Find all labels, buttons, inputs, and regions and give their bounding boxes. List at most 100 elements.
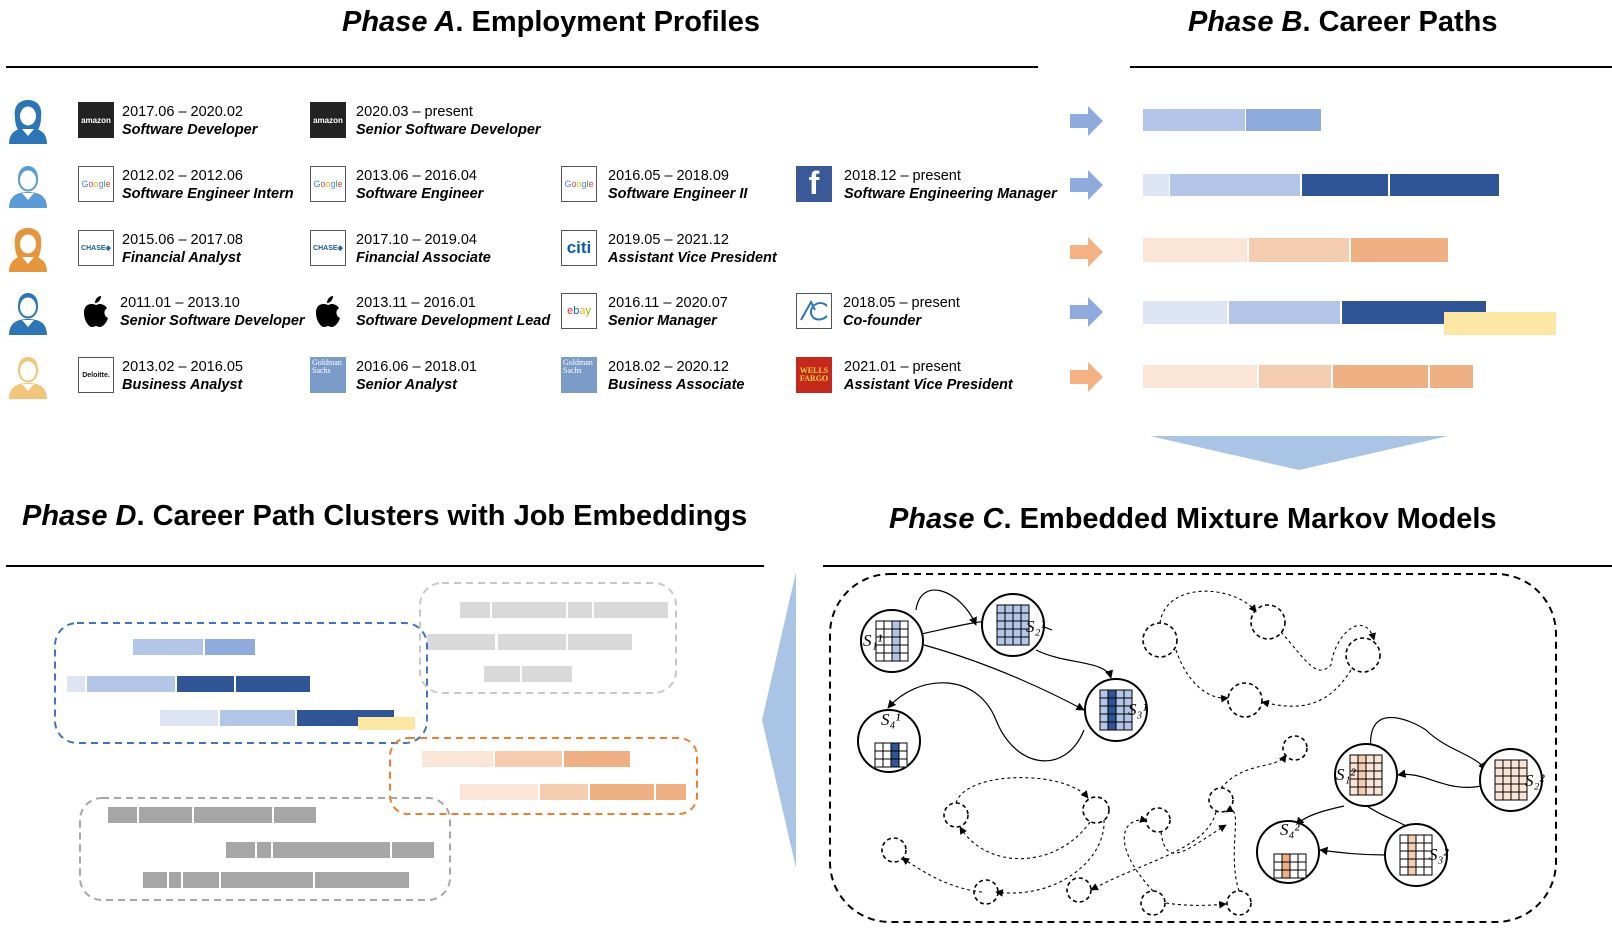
- phase-a-text: . Employment Profiles: [455, 6, 760, 38]
- phase-d-rule: [6, 565, 764, 567]
- cluster-path-segment: [177, 676, 234, 692]
- job-date: 2013.02 – 2016.05: [122, 359, 243, 375]
- career-path-segment: [1249, 238, 1349, 262]
- job-title: Senior Software Developer: [356, 122, 541, 138]
- job-date: 2011.01 – 2013.10: [120, 295, 240, 311]
- job-title: Business Associate: [608, 377, 745, 393]
- state-label: S₂²: [1525, 771, 1545, 790]
- job-title: Senior Manager: [608, 313, 717, 329]
- right-arrow-icon: [1070, 297, 1103, 327]
- job-title: Software Engineering Manager: [844, 186, 1057, 202]
- phase-d-title: Phase D. Career Path Clusters with Job E…: [22, 500, 747, 533]
- phase-c-label: Phase C: [889, 503, 1004, 535]
- phase-c-rule: [823, 565, 1612, 567]
- amazon-logo-icon: amazon: [310, 102, 346, 138]
- job-date: 2018.12 – present: [844, 168, 961, 184]
- job-title: Financial Analyst: [122, 250, 241, 266]
- job-title: Senior Software Developer: [120, 313, 305, 329]
- career-path-clusters: [54, 582, 698, 901]
- career-path-segment: [1351, 238, 1448, 262]
- cluster-path-segment: [133, 639, 203, 655]
- right-arrow-icon: [1070, 106, 1103, 136]
- job-date: 2015.06 – 2017.08: [122, 232, 243, 248]
- cluster-path-segment: [568, 602, 592, 618]
- cluster-path-segment: [358, 717, 415, 730]
- cluster-path-segment: [194, 807, 272, 823]
- career-path-segment: [1170, 174, 1300, 196]
- phase-d-text: . Career Path Clusters with Job Embeddin…: [136, 500, 748, 532]
- career-path-segment: [1143, 238, 1247, 262]
- cluster-path-segment: [220, 710, 295, 726]
- career-path-segment: [1246, 109, 1321, 131]
- chase-logo-icon: CHASE◈: [78, 230, 114, 266]
- cluster-path-segment: [169, 872, 181, 888]
- cluster-path-segment: [495, 751, 562, 767]
- markov-state-node: S₄¹: [857, 709, 921, 773]
- markov-state-node: S₂²: [1479, 748, 1545, 812]
- job-date: 2016.11 – 2020.07: [608, 295, 728, 311]
- down-arrow-icon: [1150, 436, 1448, 470]
- cluster-path-segment: [257, 842, 271, 858]
- cluster-path-segment: [568, 634, 632, 650]
- phase-a-label: Phase A: [342, 6, 456, 38]
- job-date: 2013.06 – 2016.04: [356, 168, 477, 184]
- markov-state-node: S₂¹: [981, 593, 1046, 657]
- phase-d-label: Phase D: [22, 500, 137, 532]
- cluster-path-segment: [564, 751, 630, 767]
- female-person-icon: [5, 226, 51, 272]
- phase-c-text: . Embedded Mixture Markov Models: [1003, 503, 1497, 535]
- female-person-icon: [5, 98, 51, 144]
- phase-b-label: Phase B: [1188, 6, 1303, 38]
- orange-cluster-box: [389, 737, 698, 815]
- cluster-path-segment: [226, 842, 255, 858]
- career-path-segment: [1444, 312, 1556, 335]
- cluster-path-segment: [498, 634, 566, 650]
- right-arrow-icon: [1070, 170, 1103, 200]
- cluster-path-segment: [205, 639, 255, 655]
- chase-logo-icon: CHASE◈: [310, 230, 346, 266]
- state-label: S₁²: [1336, 765, 1356, 784]
- cluster-path-segment: [460, 602, 490, 618]
- cluster-path-segment: [108, 807, 137, 823]
- markov-state-node: S₃¹: [1084, 678, 1148, 742]
- state-label: S₂¹: [1026, 617, 1046, 636]
- job-title: Software Developer: [122, 122, 258, 138]
- job-title: Financial Associate: [356, 250, 491, 266]
- cluster-path-segment: [273, 842, 390, 858]
- phase-a-rule: [6, 66, 1038, 68]
- career-path-segment: [1143, 365, 1257, 388]
- job-date: 2018.05 – present: [843, 295, 960, 311]
- job-title: Senior Analyst: [356, 377, 457, 393]
- cluster-path-segment: [594, 602, 668, 618]
- job-title: Business Analyst: [122, 377, 243, 393]
- state-label: S₄¹: [881, 710, 901, 729]
- male-person-icon: [5, 289, 51, 335]
- male-person-icon: [5, 162, 51, 208]
- career-path-segment: [1143, 109, 1245, 131]
- state-label: S₃²: [1429, 845, 1449, 864]
- phase-a-title: Phase A. Employment Profiles: [342, 6, 760, 39]
- job-date: 2017.10 – 2019.04: [356, 232, 477, 248]
- markov-frame: [829, 573, 1557, 923]
- job-title: Software Engineer Intern: [122, 186, 294, 202]
- cluster-path-segment: [160, 710, 218, 726]
- markov-state-node: S₁¹: [860, 609, 924, 673]
- blue-cluster-box: [54, 622, 428, 744]
- left-arrow-icon: [762, 572, 796, 868]
- gray-cluster-top-box: [419, 582, 677, 694]
- amazon-logo-icon: amazon: [78, 102, 114, 138]
- cluster-path-segment: [460, 784, 538, 800]
- phase-b-title: Phase B. Career Paths: [1188, 6, 1498, 39]
- cluster-path-segment: [221, 872, 313, 888]
- cluster-path-segment: [87, 676, 175, 692]
- state-label: S₄²: [1280, 820, 1300, 839]
